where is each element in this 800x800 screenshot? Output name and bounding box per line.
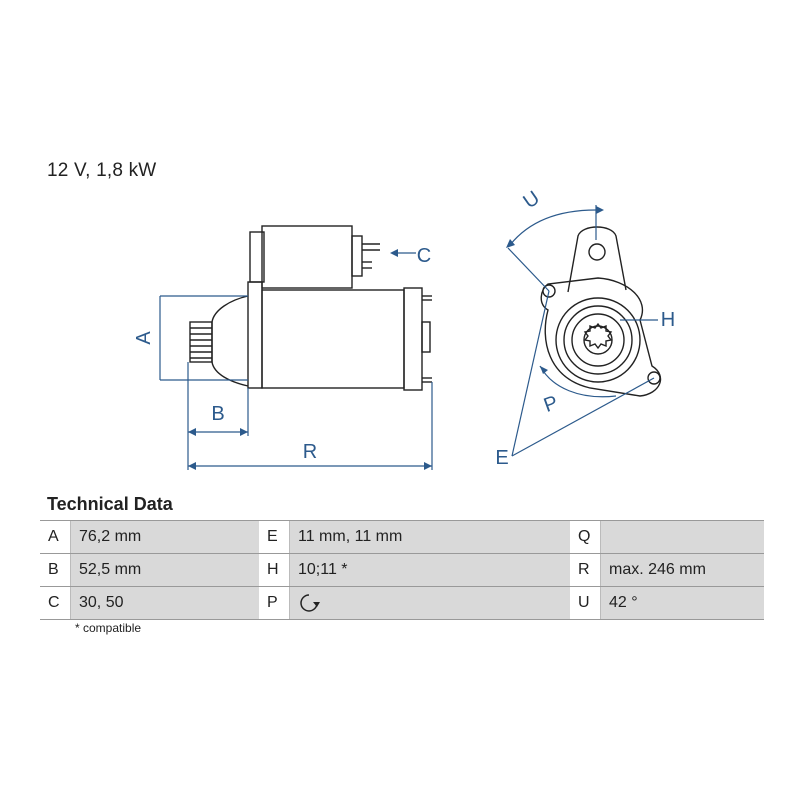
value-cell: max. 246 mm [600, 553, 764, 587]
key-cell: E [259, 520, 290, 554]
top-mounting-ear [567, 226, 627, 293]
value-cell: 30, 50 [70, 586, 259, 620]
label-H: H [661, 309, 675, 331]
label-U: U [519, 187, 543, 213]
label-B: B [211, 403, 224, 425]
drive-housing-ring [555, 297, 641, 383]
value-cell [600, 520, 764, 554]
table-row: A 76,2 mm E 11 mm, 11 mm Q [40, 520, 764, 554]
key-cell: B [40, 553, 71, 587]
label-R: R [303, 441, 317, 463]
key-cell: C [40, 586, 71, 620]
value-cell: 76,2 mm [70, 520, 259, 554]
footnote: * compatible [75, 621, 142, 635]
label-P: P [541, 392, 561, 417]
value-cell [289, 586, 570, 620]
motor-body [261, 289, 405, 389]
label-C: C [417, 245, 431, 267]
front-dimension-lines [507, 205, 658, 457]
key-cell: A [40, 520, 71, 554]
flange-plate [540, 277, 662, 397]
drive-end-housing [211, 295, 249, 387]
dimension-lines [159, 252, 433, 470]
rotation-clockwise-icon [300, 594, 320, 612]
side-view [189, 225, 432, 391]
solenoid-body [261, 225, 353, 289]
pinion [189, 321, 213, 363]
table-row: C 30, 50 P U 42 ° [40, 586, 764, 620]
value-cell: 52,5 mm [70, 553, 259, 587]
key-cell: H [259, 553, 290, 587]
pinion-front [583, 325, 613, 355]
technical-data-table: A 76,2 mm E 11 mm, 11 mm Q B 52,5 mm H 1… [40, 520, 764, 620]
key-cell: P [259, 586, 290, 620]
front-view [540, 226, 662, 397]
label-A: A [133, 331, 155, 345]
value-cell: 10;11 * [289, 553, 570, 587]
table-row: B 52,5 mm H 10;11 * R max. 246 mm [40, 553, 764, 587]
technical-data-title: Technical Data [47, 494, 173, 514]
mounting-flange [247, 281, 263, 389]
key-cell: U [570, 586, 601, 620]
value-cell: 11 mm, 11 mm [289, 520, 570, 554]
voltage-power-spec: 12 V, 1,8 kW [47, 160, 157, 181]
label-E: E [495, 447, 508, 469]
key-cell: R [570, 553, 601, 587]
value-cell: 42 ° [600, 586, 764, 620]
key-cell: Q [570, 520, 601, 554]
